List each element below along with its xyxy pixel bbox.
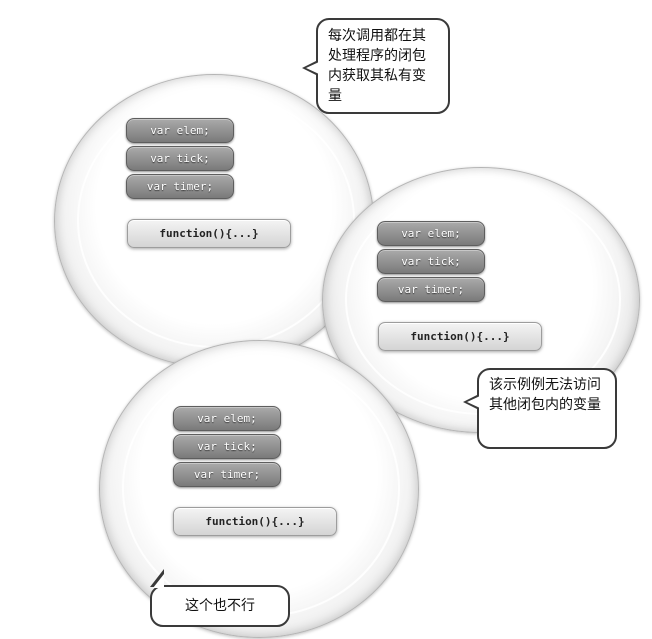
closure-3-var-timer: var timer; [173, 462, 281, 487]
closure-1-var-tick: var tick; [126, 146, 234, 171]
closure-2-var-timer: var timer; [377, 277, 485, 302]
callout-bottom-text: 这个也不行 [185, 598, 255, 614]
closure-1-var-timer: var timer; [126, 174, 234, 199]
closure-3-var-elem: var elem; [173, 406, 281, 431]
callout-top: 每次调用都在其处理程序的闭包内获取其私有变量 [302, 18, 450, 114]
closure-2-var-elem: var elem; [377, 221, 485, 246]
closure-3-function: function(){...} [173, 507, 337, 536]
callout-bottom: 这个也不行 [150, 569, 290, 627]
callout-right-text: 该示例例无法访问其他闭包内的变量 [489, 377, 601, 413]
closure-1-function: function(){...} [127, 219, 291, 248]
closure-1-var-elem: var elem; [126, 118, 234, 143]
closure-2-function: function(){...} [378, 322, 542, 351]
closure-3-var-tick: var tick; [173, 434, 281, 459]
closure-2-var-tick: var tick; [377, 249, 485, 274]
callout-top-text: 每次调用都在其处理程序的闭包内获取其私有变量 [328, 28, 426, 104]
callout-right: 该示例例无法访问其他闭包内的变量 [463, 368, 617, 449]
